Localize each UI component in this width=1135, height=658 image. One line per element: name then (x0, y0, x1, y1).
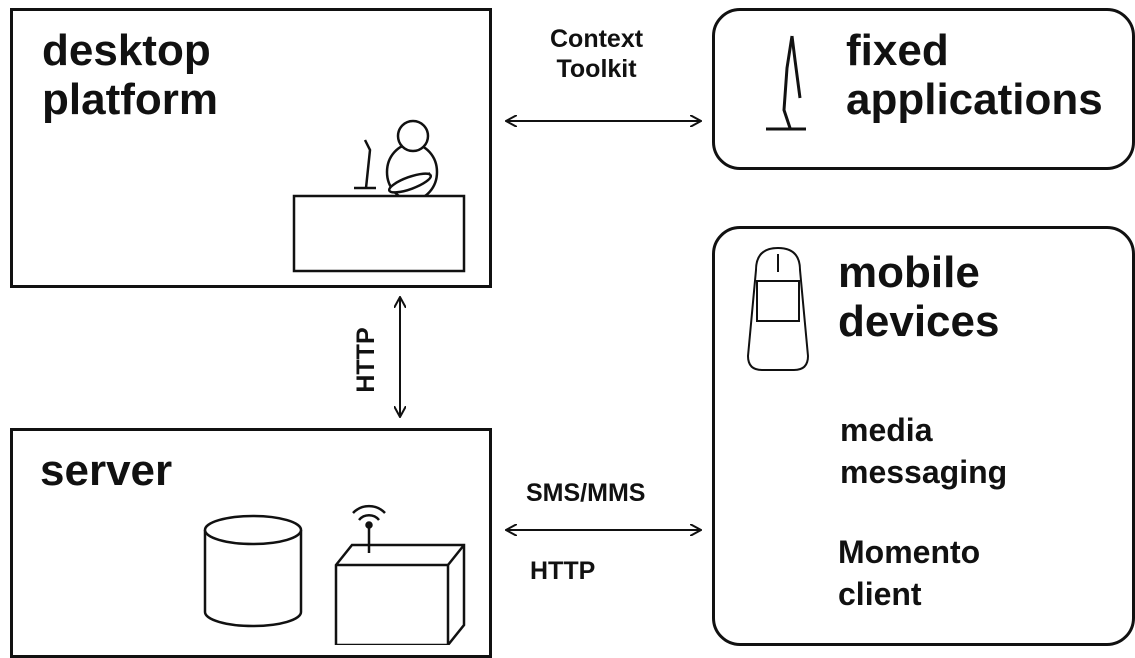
media-label-line2: messaging (840, 453, 1008, 490)
fixed-applications-title: fixed applications (846, 26, 1103, 125)
context-label-line1: Context (550, 25, 644, 53)
desktop-platform-title: desktop platform (42, 26, 218, 125)
http-horizontal-label: HTTP (530, 556, 595, 586)
server-title-text: server (40, 446, 173, 495)
media-label-line1: media (840, 412, 933, 448)
desktop-title-line2: platform (42, 75, 218, 125)
fixed-display-icon (766, 35, 806, 131)
mobile-phone-icon (746, 246, 810, 371)
context-label-line2: Toolkit (556, 55, 637, 83)
fixed-applications-box (712, 8, 1135, 170)
sms-mms-label: SMS/MMS (526, 478, 645, 508)
mobile-devices-title: mobile devices (838, 248, 999, 347)
momento-client-label: Momento client (838, 532, 980, 615)
fixed-title-line1: fixed (846, 26, 949, 75)
desktop-title-line1: desktop (42, 26, 211, 75)
client-label-line1: Momento (838, 534, 981, 570)
mobile-title-line1: mobile (838, 248, 980, 297)
person-at-desk-icon (292, 119, 466, 273)
client-label-line2: client (838, 575, 922, 612)
fixed-title-line2: applications (846, 75, 1103, 125)
sms-mms-text: SMS/MMS (526, 479, 646, 507)
context-toolkit-label: Context Toolkit (550, 24, 643, 84)
http-horizontal-text: HTTP (530, 557, 596, 585)
media-messaging-label: media messaging (840, 410, 1007, 493)
antenna-device-icon (334, 504, 466, 645)
database-icon (203, 514, 303, 628)
server-title: server (40, 446, 172, 495)
mobile-title-line2: devices (838, 297, 1000, 347)
